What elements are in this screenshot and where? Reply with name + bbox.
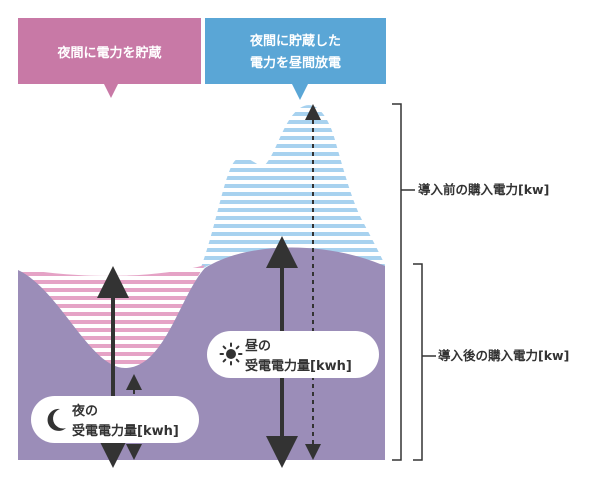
night-pill-line2: 受電電力量[kwh] (72, 423, 179, 439)
day-pill: 昼の 受電電力量[kwh] (207, 331, 379, 378)
after-power-label: 導入後の購入電力[kw] (438, 348, 569, 363)
after-bracket (413, 263, 423, 461)
before-bracket (392, 103, 402, 461)
day-discharge-callout-line2: 電力を昼間放電 (250, 55, 341, 71)
day-pill-line1: 昼の (245, 338, 271, 354)
day-pill-line2: 受電電力量[kwh] (245, 358, 352, 374)
day-discharge-area (200, 105, 385, 270)
sun-icon (219, 342, 243, 366)
night-pill-line1: 夜の (71, 403, 98, 419)
day-discharge-callout: 夜間に貯蔵した 電力を昼間放電 (205, 18, 386, 100)
night-charge-callout: 夜間に電力を貯蔵 (18, 18, 201, 98)
day-discharge-callout-line1: 夜間に貯蔵した (249, 33, 341, 49)
night-pill: 夜の 受電電力量[kwh] (31, 396, 199, 443)
moon-icon (47, 408, 66, 431)
before-power-label: 導入前の購入電力[kw] (418, 182, 549, 197)
night-charge-callout-text: 夜間に電力を貯蔵 (56, 45, 161, 61)
